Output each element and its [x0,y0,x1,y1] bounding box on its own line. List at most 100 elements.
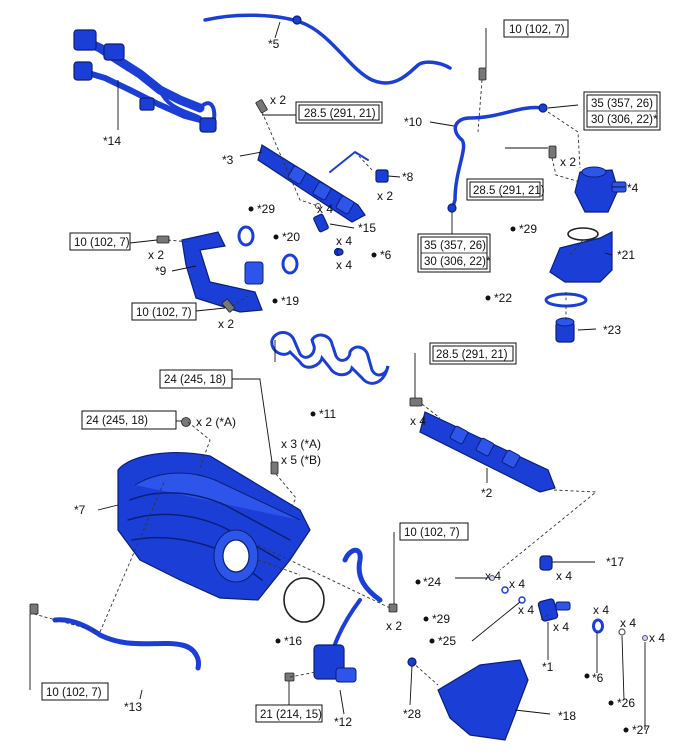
part-label: *4 [627,181,639,195]
bolt-icon [388,603,398,613]
bolt-icon [255,99,268,114]
torque-value: 24 (245, 18) [86,415,148,427]
torque-box [417,233,491,273]
gasket-19 [281,253,299,275]
fuel-pipe-clamp [292,15,302,25]
torque-value: 30 (306, 22)* [424,256,491,268]
part-label: *3 [222,153,234,167]
torque-box [295,101,383,124]
bolt-icon [270,461,279,475]
torque-value: 10 (102, 7) [404,527,460,539]
quantity-label: x 2 [386,619,402,633]
injector-part-lower [537,598,571,622]
gasket-20 [237,225,255,247]
torque-value: 28.5 (291, 21) [473,185,545,197]
fuel-delivery-pipe-lower [419,411,556,493]
torque-box [583,91,661,131]
part-label: *8 [402,170,414,184]
part-label: *20 [282,230,300,244]
torque-value: 28.5 (291, 21) [436,349,508,361]
torque-value: 10 (102, 7) [509,24,565,36]
torque-box [429,342,517,365]
part-label: *24 [423,575,441,589]
bolt-icon [29,603,39,615]
quantity-label: x 4 [317,202,333,216]
torque-box [466,178,544,201]
part-label: *27 [632,723,650,737]
wire-harness-part [73,29,217,133]
intake-manifold-part [117,452,311,601]
torque-value: 24 (245, 18) [164,374,226,386]
bolt-icon [284,672,295,682]
part-label: *6 [592,671,604,685]
bolt-icon [548,145,557,159]
quantity-label: x 4 [649,631,665,645]
bolt-icon [221,298,235,313]
torque-value: 10 (102, 7) [46,687,102,699]
part-label: *25 [438,634,456,648]
torque-box [69,232,131,251]
intake-gasket-part [270,331,390,385]
small-ring-24 [489,575,495,581]
part-label: *9 [155,264,167,278]
part-label: *14 [103,134,121,148]
part-label: *15 [358,221,376,235]
torque-box [131,302,197,321]
torque-value: 10 (102, 7) [74,237,130,249]
part-label: *7 [74,503,86,517]
part-label: *23 [603,323,621,337]
bolt-icon [156,235,170,244]
torque-value: 30 (306, 22)* [591,114,658,126]
quantity-label: x 4 [336,234,352,248]
part-label: *28 [403,707,421,721]
insulator-part-17 [539,555,553,571]
torque-value: 35 (357, 26) [591,98,653,110]
torque-value: 35 (357, 26) [424,240,486,252]
part-label: *13 [124,700,142,714]
assembly-lines [33,79,598,686]
small-ring-25 [518,596,526,604]
heat-insulator-part [437,659,529,741]
quantity-label: x 2 [270,93,286,107]
small-ring-29-upper [315,203,321,209]
quantity-label: x 4 [410,414,426,428]
nut-icon [181,417,191,427]
hose-part [52,617,201,671]
part-label: *2 [481,486,493,500]
part-label: *6 [380,248,392,262]
part-label: *21 [617,248,635,262]
o-ring-right [567,227,599,241]
torque-box [41,682,109,701]
leader-lines [29,21,646,730]
pump-bracket-part [549,231,613,283]
torque-box [399,522,469,541]
fuel-pump-part [574,166,627,213]
fuel-tube-end [538,103,548,113]
fuel-bracket-part [181,231,264,313]
quantity-label: x 4 [518,603,534,617]
quantity-label: x 4 [553,620,569,634]
torque-value: 28.5 (291, 21) [304,108,376,120]
small-ring-29 [501,586,509,594]
fuel-tube-end-lower [447,203,457,213]
small-ring-27 [642,635,648,641]
part-label: *29 [257,202,275,216]
bullet-dots [248,206,629,733]
quantity-label: x 2 [148,248,164,262]
torque-box [503,19,569,38]
bolt-icon [409,397,423,407]
quantity-label: x 2 (*A) [196,415,236,429]
quantity-label: x 2 [218,317,234,331]
fuel-tube-part [450,105,544,212]
quantity-label: x 2 [377,189,393,203]
part-label: *10 [404,115,422,129]
fuel-pipe-part [203,13,452,85]
part-label: *29 [432,612,450,626]
quantity-label: x 4 [593,603,609,617]
part-label: *1 [542,660,554,674]
part-label: *12 [334,715,352,729]
part-label: *29 [519,222,537,236]
bolt-icon [478,67,487,81]
part-label: *16 [284,634,302,648]
